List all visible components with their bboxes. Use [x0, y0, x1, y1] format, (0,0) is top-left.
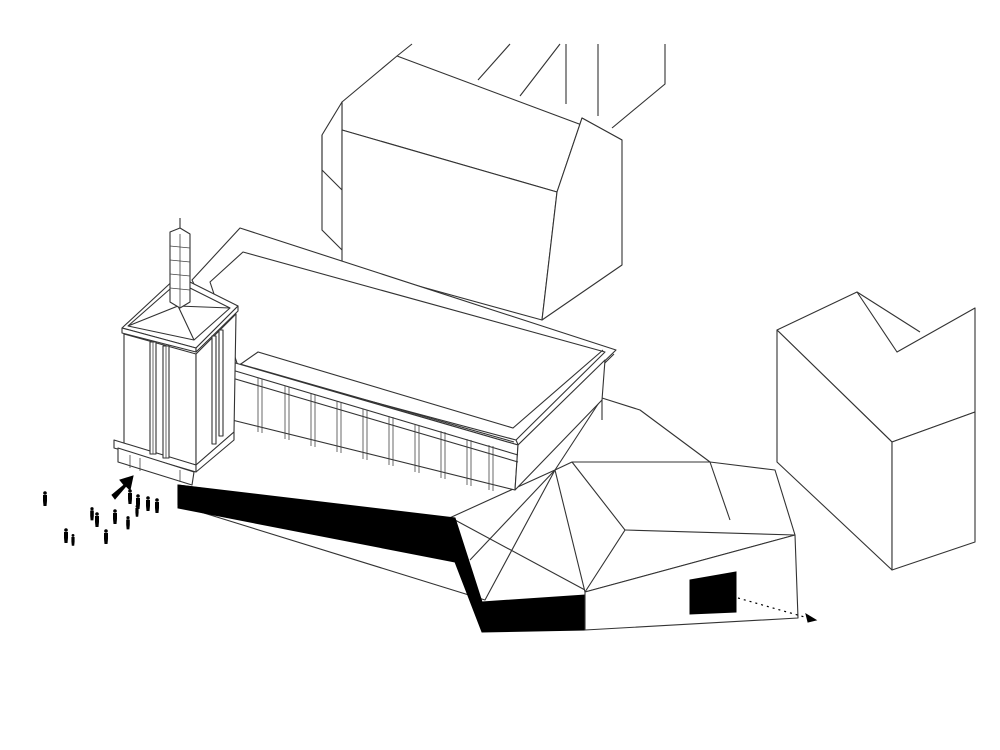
- pedestrian-figure-icon: [128, 489, 132, 504]
- pedestrian-figure-icon: [71, 533, 75, 546]
- tower-spire: [169, 218, 191, 309]
- pedestrian-figure-icon: [155, 498, 159, 513]
- pedestrian-figure-icon: [95, 512, 99, 527]
- annex-opening: [689, 571, 737, 615]
- pedestrian-figure-icon: [43, 491, 47, 506]
- pedestrian-figure-icon: [126, 516, 130, 530]
- pedestrian-figure-icon: [64, 528, 68, 543]
- main-hall: [191, 227, 617, 491]
- background-building-east: [776, 291, 976, 571]
- background-building-north: [321, 43, 666, 321]
- pedestrian-figure-icon: [135, 504, 139, 517]
- pedestrian-figure-icon: [90, 507, 94, 521]
- pedestrian-figure-icon: [146, 496, 150, 511]
- dotted-arrow-icon: [737, 597, 818, 623]
- annex-building: [554, 461, 799, 631]
- pedestrian-group: [43, 489, 159, 546]
- pedestrian-figure-icon: [104, 529, 108, 544]
- entrance-arrow-icon: [111, 475, 134, 500]
- ground-plane: [177, 397, 711, 601]
- tower: [113, 218, 239, 486]
- pedestrian-figure-icon: [113, 509, 117, 524]
- colonnade: [257, 378, 494, 491]
